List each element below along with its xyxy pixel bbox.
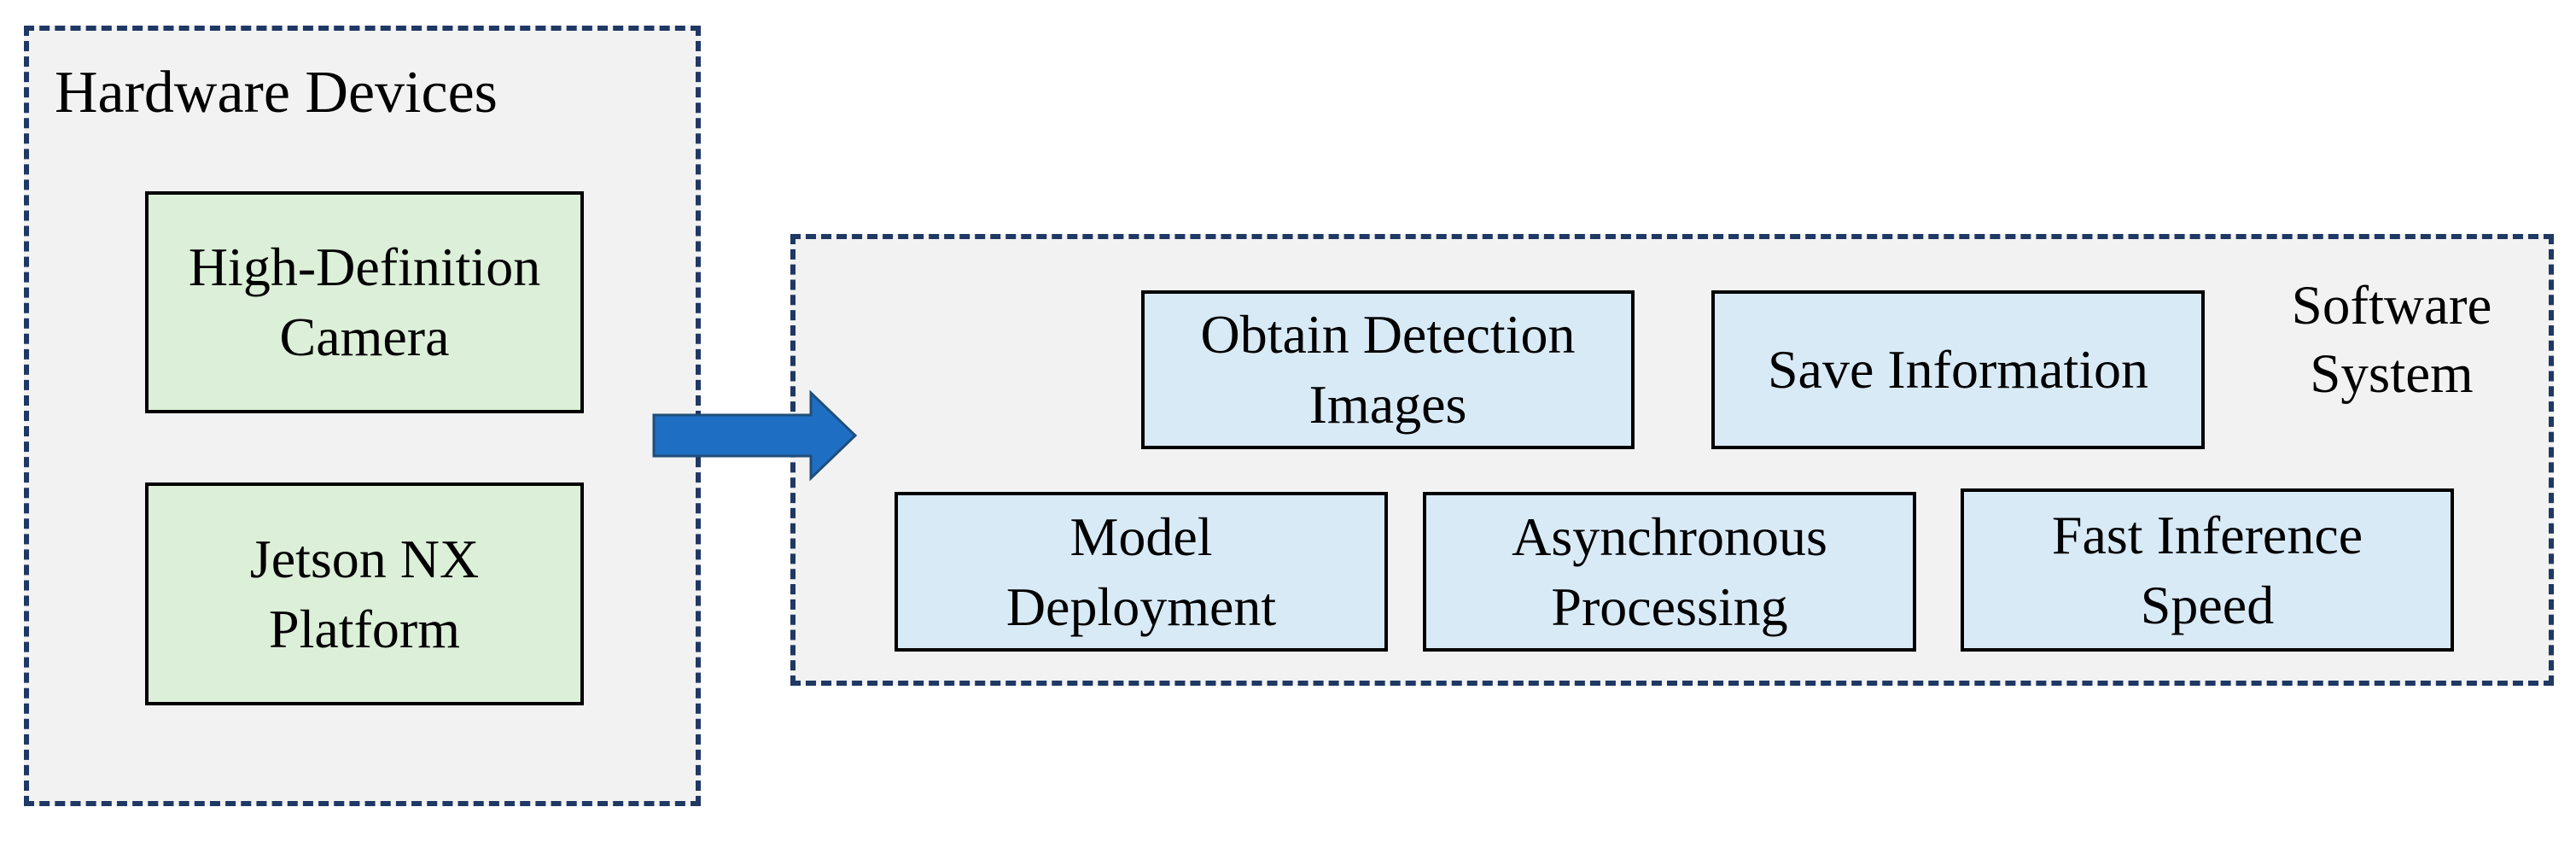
asynchronous-processing-box: Asynchronous Processing <box>1423 492 1916 652</box>
obtain-detection-images-box: Obtain Detection Images <box>1141 290 1635 449</box>
flow-arrow <box>652 389 858 482</box>
software-system-title: Software System <box>2291 275 2492 405</box>
save-information-box: Save Information <box>1711 290 2205 449</box>
hardware-devices-title: Hardware Devices <box>55 60 498 126</box>
arrow-right-icon <box>652 389 858 482</box>
fast-inference-speed-box: Fast Inference Speed <box>1961 488 2454 652</box>
model-deployment-box: Model Deployment <box>895 492 1388 652</box>
jetson-nx-platform-box: Jetson NX Platform <box>145 482 584 705</box>
high-definition-camera-box: High-Definition Camera <box>145 191 584 413</box>
